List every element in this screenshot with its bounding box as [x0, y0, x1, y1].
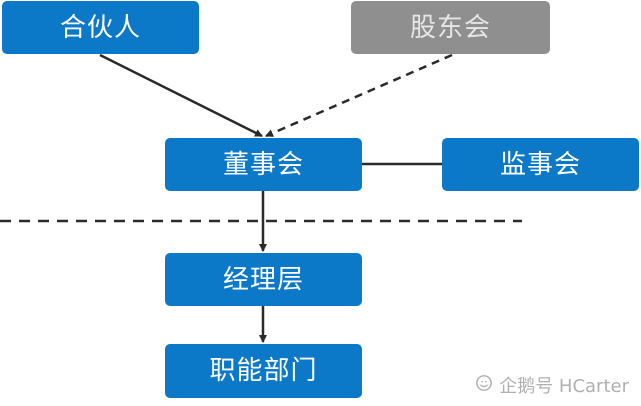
- management-label: 经理层: [222, 264, 304, 295]
- partner-node: 合伙人: [2, 1, 199, 54]
- board-node: 董事会: [165, 138, 362, 191]
- management-node: 经理层: [165, 253, 362, 306]
- partner-to-board-connector: [99, 53, 263, 138]
- partner-label: 合伙人: [59, 12, 141, 43]
- watermark-text: 企鹅号 HCarter: [499, 376, 629, 397]
- supervisors-label: 监事会: [499, 149, 581, 180]
- watermark: 企鹅号 HCarter: [475, 372, 629, 398]
- penguin-logo-icon: [475, 374, 493, 397]
- departments-node: 职能部门: [165, 344, 362, 398]
- board-label: 董事会: [222, 149, 304, 180]
- departments-label: 职能部门: [209, 356, 318, 386]
- shareholders-label: 股东会: [409, 12, 491, 43]
- shareholders-node: 股东会: [351, 1, 550, 54]
- shareholders-to-board-connector: [265, 53, 453, 138]
- supervisors-node: 监事会: [442, 138, 639, 191]
